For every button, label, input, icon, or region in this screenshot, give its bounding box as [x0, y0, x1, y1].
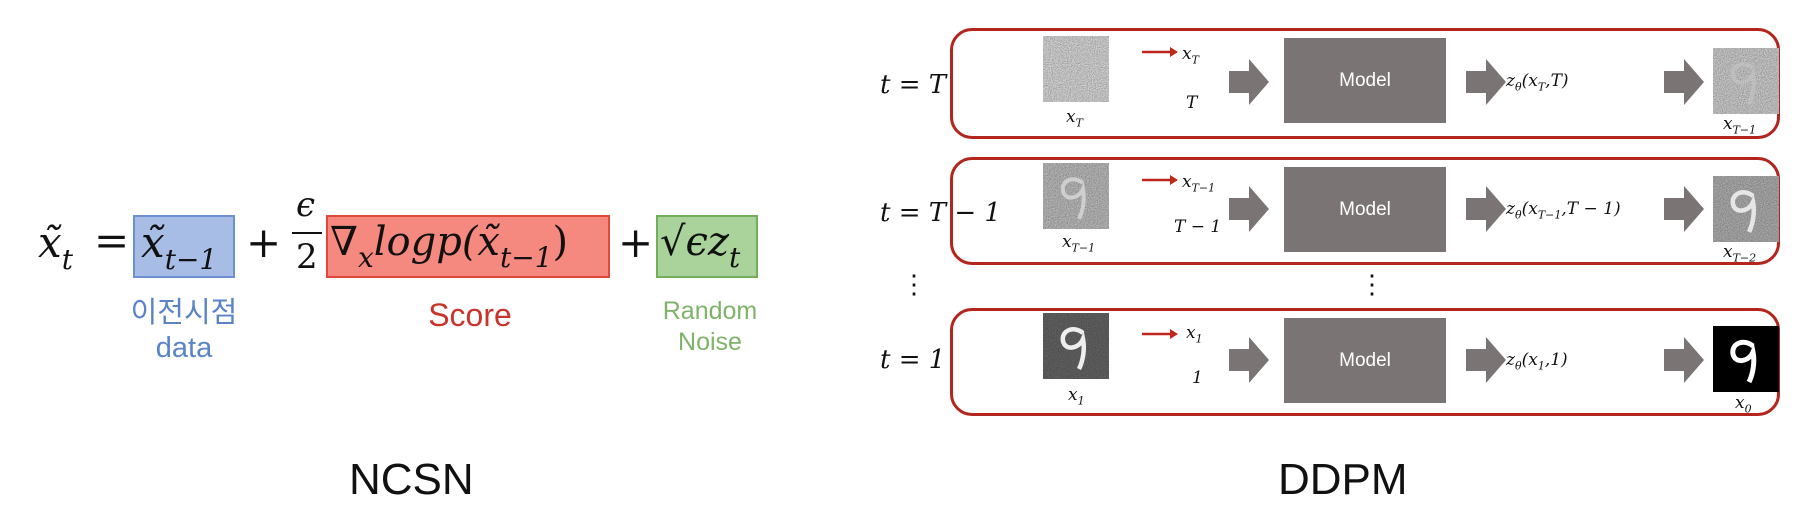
t-label-row-3: t = 1: [880, 345, 946, 375]
input-t-row-2: T − 1: [1174, 217, 1222, 237]
score-label: Score: [428, 297, 512, 333]
result-image-row-3: [1713, 326, 1779, 392]
prev-term: x̃t−1: [141, 218, 218, 276]
red-arrow-row-1: [1142, 47, 1178, 57]
thumb-label-row-2: xT−1: [1062, 232, 1096, 255]
digit-image-row-3: [1043, 313, 1109, 379]
prev-data-highlight: [133, 215, 235, 278]
ncsn-title: NCSN: [349, 455, 474, 504]
ddpm-title: DDPM: [1278, 455, 1408, 504]
fat-arrow-out-row-2: [1466, 186, 1506, 232]
plus-sign-2: +: [618, 218, 654, 267]
lhs-x-tilde: x̃t: [38, 218, 73, 276]
red-arrow-row-2: [1142, 175, 1178, 185]
result-label-row-2: xT−2: [1723, 242, 1757, 265]
fat-arrow-out-row-1: [1466, 59, 1506, 105]
fraction-denominator: 2: [296, 237, 318, 277]
model-box-row-2: Model: [1284, 167, 1446, 252]
result-label-row-3: x0: [1735, 393, 1752, 416]
ellipsis-center: ⋮: [1359, 270, 1385, 300]
equals-sign: =: [94, 216, 130, 265]
output-row-1: zθ(xT,T): [1506, 71, 1569, 94]
t-label-row-2: t = T − 1: [880, 198, 1001, 228]
noisy-digit-image-row-2: [1043, 163, 1109, 229]
score-term: ∇xlogp(x̃t−1): [330, 219, 569, 274]
input-t-row-3: 1: [1192, 368, 1203, 388]
input-x-row-1: xT: [1182, 44, 1199, 67]
red-arrow-row-3: [1142, 329, 1178, 339]
input-x-row-2: xT−1: [1182, 172, 1216, 195]
result-image-row-2: [1713, 176, 1779, 242]
fat-arrow-result-row-1: [1664, 59, 1704, 105]
t-label-row-1: t = T: [880, 70, 947, 100]
fat-arrow-in-row-2: [1229, 186, 1269, 232]
noise-term: √ϵzt: [660, 219, 741, 274]
score-highlight: [326, 215, 610, 278]
model-box-row-1: Model: [1284, 38, 1446, 123]
noise-image: [1043, 36, 1109, 102]
fat-arrow-result-row-2: [1664, 186, 1704, 232]
result-label-row-1: xT−1: [1723, 114, 1757, 137]
thumb-label-row-3: x1: [1068, 385, 1085, 408]
fat-arrow-in-row-1: [1229, 59, 1269, 105]
noise-highlight: [656, 215, 758, 278]
fat-arrow-out-row-3: [1466, 337, 1506, 383]
plus-sign-1: +: [246, 218, 282, 267]
prev-data-label: 이전시점 data: [130, 297, 238, 365]
ellipsis-left: ⋮: [901, 270, 927, 300]
model-box-row-3: Model: [1284, 318, 1446, 403]
input-t-row-1: T: [1186, 93, 1198, 113]
fraction-bar: [292, 232, 322, 234]
fat-arrow-in-row-3: [1229, 337, 1269, 383]
output-row-2: zθ(xT−1,T − 1): [1506, 199, 1621, 222]
input-x-row-3: x1: [1186, 323, 1203, 346]
result-image-row-1: [1713, 48, 1779, 114]
output-row-3: zθ(x1,1): [1506, 350, 1568, 373]
fraction-numerator: ϵ: [296, 185, 316, 225]
random-noise-label: Random Noise: [662, 297, 758, 356]
fat-arrow-result-row-3: [1664, 337, 1704, 383]
thumb-label-row-1: xT: [1066, 107, 1083, 130]
